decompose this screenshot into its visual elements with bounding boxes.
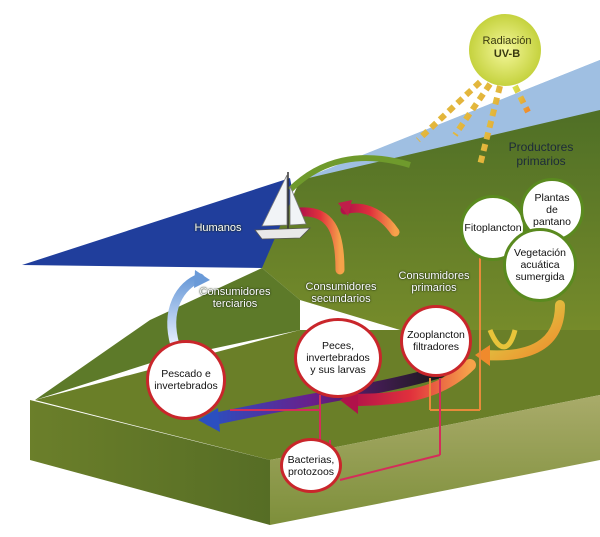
bacterias-line2: protozoos — [287, 465, 335, 478]
land-top — [262, 110, 600, 360]
label-consumidores-primarios: Consumidores primarios — [388, 270, 480, 294]
vegetacion-line3: sumergida — [515, 271, 565, 283]
pescado-line1: Pescado e — [161, 368, 211, 380]
node-pescado: Pescado e invertebrados — [146, 340, 226, 420]
node-peces: Peces, invertebrados y sus larvas — [294, 318, 382, 398]
arrow-humanos — [167, 273, 205, 350]
arrowhead-pescado — [198, 408, 220, 432]
nutrient-lines — [230, 250, 481, 481]
secundarios-line1: Consumidores — [305, 281, 377, 293]
node-bacterias: Bacterias, protozoos — [280, 438, 342, 493]
arrow-plantas — [487, 329, 518, 350]
arrowhead-humanos — [194, 270, 210, 288]
arrowhead-zoo — [475, 345, 490, 366]
plantas-line2: de — [546, 204, 558, 216]
plantas-line3: pantano — [533, 216, 571, 228]
secundarios-line2: secundarios — [311, 293, 371, 305]
zooplancton-label: Zooplancton filtradores — [399, 329, 473, 353]
plantas-label: Plantas de pantano — [525, 192, 579, 228]
uv-rays — [415, 79, 531, 166]
bacterias-line1: Bacterias, — [287, 453, 335, 466]
peces-line3: y sus larvas — [310, 364, 366, 376]
arrow-to-humanos-green — [287, 155, 411, 193]
uv-radiation-line2: UV-B — [493, 48, 521, 60]
node-vegetacion-acuatica: Vegetación acuática sumergida — [503, 228, 577, 302]
productores-line2: primarios — [516, 154, 566, 168]
peces-label: Peces, invertebrados y sus larvas — [298, 340, 378, 376]
pescado-line2: invertebrados — [154, 380, 218, 392]
label-consumidores-secundarios: Consumidores secundarios — [295, 281, 387, 305]
sailboat-icon — [254, 172, 312, 240]
vegetacion-label: Vegetación acuática sumergida — [506, 247, 574, 283]
productores-line1: Productores — [508, 140, 574, 154]
arrow-vegetacion-to-zoo — [480, 300, 565, 361]
pescado-label: Pescado e invertebrados — [146, 368, 226, 392]
terciarios-line1: Consumidores — [199, 286, 271, 298]
water-surface — [22, 178, 300, 268]
side-face — [270, 395, 600, 525]
primarios-line1: Consumidores — [398, 270, 470, 282]
primarios-line2: primarios — [411, 282, 457, 294]
arrowhead-1 — [338, 200, 352, 216]
land-slope — [35, 268, 300, 400]
peces-line1: Peces, — [321, 340, 355, 352]
terciarios-line2: terciarios — [212, 298, 258, 310]
fitoplancton-label: Fitoplancton — [464, 222, 522, 234]
zooplancton-line1: Zooplancton — [407, 329, 465, 341]
label-humanos: Humanos — [194, 222, 242, 234]
arrow-secundarios-to-terciarios — [295, 207, 345, 275]
uv-radiation-label: Radiación UV-B — [472, 35, 542, 61]
vegetacion-line2: acuática — [520, 259, 560, 271]
uv-radiation-line1: Radiación — [482, 35, 532, 47]
label-productores: Productores primarios — [498, 140, 584, 168]
peces-line2: invertebrados — [306, 352, 370, 364]
plantas-line1: Plantas — [534, 192, 570, 204]
sun-icon — [469, 14, 541, 86]
vegetacion-line1: Vegetación — [514, 247, 566, 259]
zooplancton-line2: filtradores — [412, 341, 460, 353]
arrow-zoo-to-peces — [344, 359, 476, 406]
front-face — [30, 400, 270, 525]
node-zooplancton: Zooplancton filtradores — [400, 305, 472, 377]
label-consumidores-terciarios: Consumidores terciarios — [190, 286, 280, 310]
bacterias-label: Bacterias, protozoos — [280, 454, 343, 478]
